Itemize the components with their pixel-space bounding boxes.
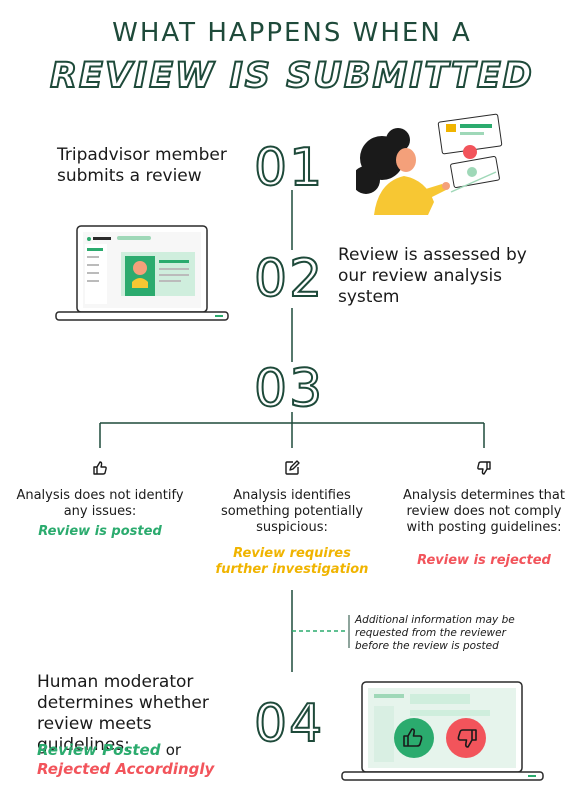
step-1-number: 01 [253, 138, 325, 198]
reviewer-illustration [356, 113, 503, 215]
outcome-rejected: Rejected Accordingly [37, 760, 215, 778]
branch-3-result: Review is rejected [417, 553, 551, 568]
outcome-or: or [165, 741, 182, 759]
title-line-2: REVIEW IS SUBMITTED [49, 55, 534, 97]
additional-info-note: Additional information may be requested … [355, 614, 515, 652]
approve-icon [394, 718, 434, 758]
branch-1-text: Analysis does not identify any issues: [16, 488, 184, 519]
title-line-1: WHAT HAPPENS WHEN A [112, 18, 472, 48]
thumbs-up-icon [93, 461, 107, 475]
step-2-number: 02 [253, 249, 325, 309]
step-3-number: 03 [253, 359, 325, 419]
outcome-line-1: Review Posted or [37, 741, 267, 760]
step-1-text: Tripadvisor member submits a review [57, 145, 227, 186]
branch-2-result: Review requires further investigation [215, 546, 369, 577]
step-4-text: Human moderator determines whether revie… [37, 672, 209, 755]
branch-2-text: Analysis identifies something potentiall… [220, 488, 364, 535]
outcome-posted: Review Posted [37, 741, 161, 759]
thumbs-down-icon [477, 461, 491, 475]
edit-icon [285, 460, 300, 475]
branch-1-result: Review is posted [38, 524, 162, 539]
branch-3-text: Analysis determines that review does not… [403, 488, 565, 535]
reject-icon [446, 718, 486, 758]
step-2-text: Review is assessed by our review analysi… [338, 245, 527, 307]
laptop-illustration-2 [341, 681, 544, 781]
laptop-illustration-1 [55, 225, 229, 321]
step-4-number: 04 [253, 694, 325, 754]
